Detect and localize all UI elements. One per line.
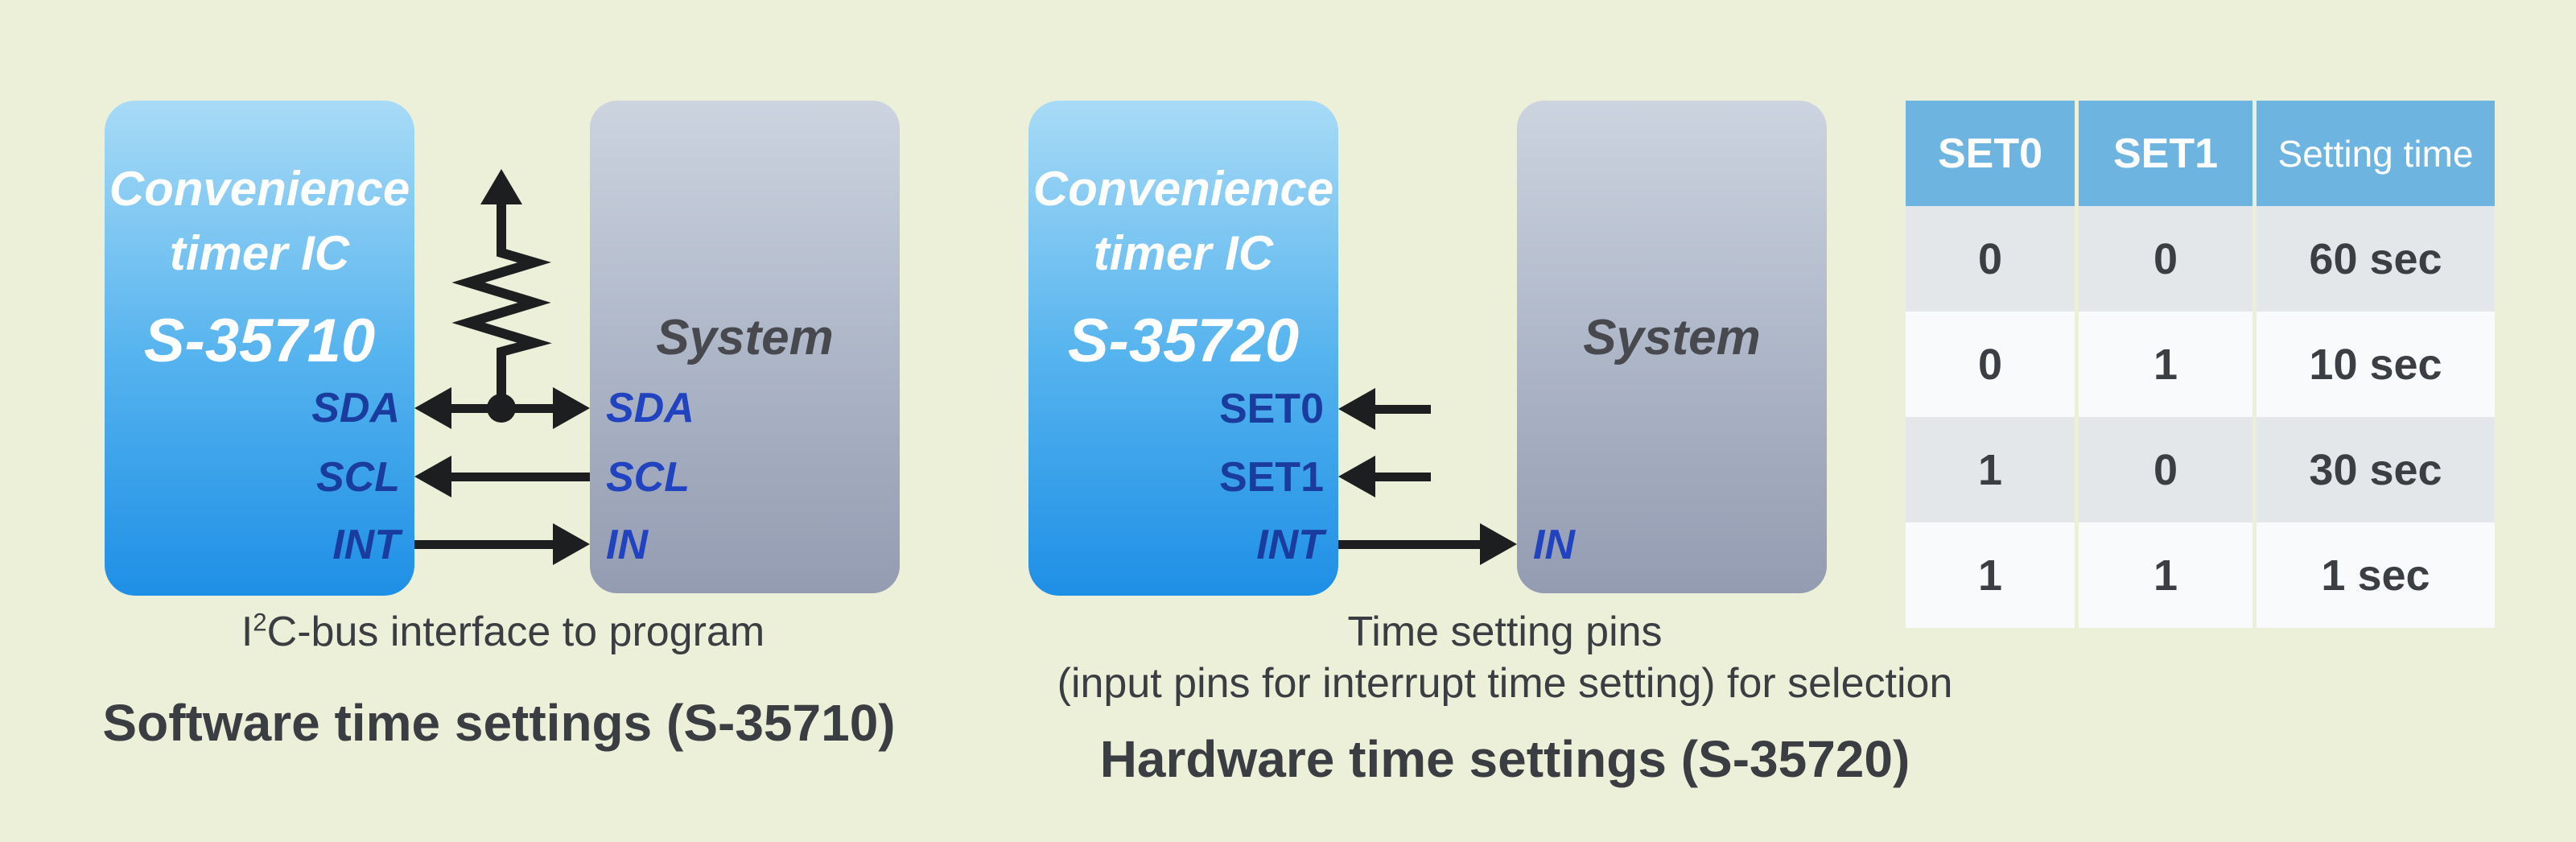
set0-arrow xyxy=(1338,388,1431,430)
system-label: System xyxy=(656,310,834,365)
timer-ic-box-s35720: Convenience timer IC S-35720 SET0 SET1 I… xyxy=(1028,101,1338,596)
system-pin-in: IN xyxy=(606,522,648,568)
table-cell: 0 xyxy=(2079,417,2252,522)
pin-label-int: INT xyxy=(1256,522,1324,568)
ic-part-number: S-35710 xyxy=(143,307,376,375)
system-pin-sda: SDA xyxy=(606,385,694,431)
table-cell: 0 xyxy=(1906,312,2075,417)
right-caption-line2: (input pins for interrupt time setting) … xyxy=(1057,660,1953,707)
system-pin-in: IN xyxy=(1533,522,1575,568)
table-cell: 0 xyxy=(2079,206,2252,312)
table-cell: 10 sec xyxy=(2257,312,2495,417)
timer-ic-box-s35710: Convenience timer IC S-35710 SDA SCL INT xyxy=(105,101,414,596)
ic-name-line1: Convenience xyxy=(109,162,410,216)
system-label: System xyxy=(1583,310,1761,365)
table-cell: 1 xyxy=(1906,417,2075,522)
ic-part-number: S-35720 xyxy=(1067,307,1300,375)
caption-superscript: 2 xyxy=(253,608,267,637)
system-pin-scl: SCL xyxy=(606,454,690,501)
table-cell: 1 xyxy=(2079,312,2252,417)
int-arrow-left xyxy=(414,523,590,565)
pullup-resistor xyxy=(451,201,552,402)
left-caption: I2C-bus interface to program xyxy=(101,608,905,657)
table-cell: 1 xyxy=(2079,522,2252,628)
pin-label-set1: SET1 xyxy=(1218,454,1324,501)
right-title: Hardware time settings (S-35720) xyxy=(1099,730,1910,788)
ic-name-line1: Convenience xyxy=(1032,162,1334,216)
table-header-set1: SET1 xyxy=(2079,101,2252,206)
table-cell: 1 xyxy=(1906,522,2075,628)
pin-label-set0: SET0 xyxy=(1218,386,1324,432)
set1-arrow xyxy=(1338,456,1431,497)
supply-arrowhead xyxy=(480,169,522,204)
table-header-set0: SET0 xyxy=(1906,101,2075,206)
table-header-setting-time: Setting time xyxy=(2257,101,2495,206)
table-cell: 60 sec xyxy=(2257,206,2495,312)
table-cell: 1 sec xyxy=(2257,522,2495,628)
int-arrow-right xyxy=(1338,523,1517,565)
ic-name-line2: timer IC xyxy=(169,226,350,280)
left-title: Software time settings (S-35710) xyxy=(102,694,896,752)
pin-label-sda: SDA xyxy=(311,385,400,431)
table-cell: 0 xyxy=(1906,206,2075,312)
ic-name-line2: timer IC xyxy=(1093,226,1274,280)
table-cell: 30 sec xyxy=(2257,417,2495,522)
setting-time-table: SET0 SET1 Setting time 0 0 60 sec 0 1 10… xyxy=(1906,101,2495,628)
scl-arrow xyxy=(414,456,590,497)
junction-dot xyxy=(487,394,516,423)
sda-bus-arrow xyxy=(414,387,590,429)
pin-label-int: INT xyxy=(332,522,400,568)
caption-prefix: I xyxy=(241,609,253,655)
right-caption-line1: Time setting pins xyxy=(1347,609,1663,655)
system-box-right: System IN xyxy=(1517,101,1827,593)
pin-label-scl: SCL xyxy=(316,454,400,501)
caption-rest: C-bus interface to program xyxy=(266,609,765,655)
system-box-left: System SDA SCL IN xyxy=(590,101,900,593)
